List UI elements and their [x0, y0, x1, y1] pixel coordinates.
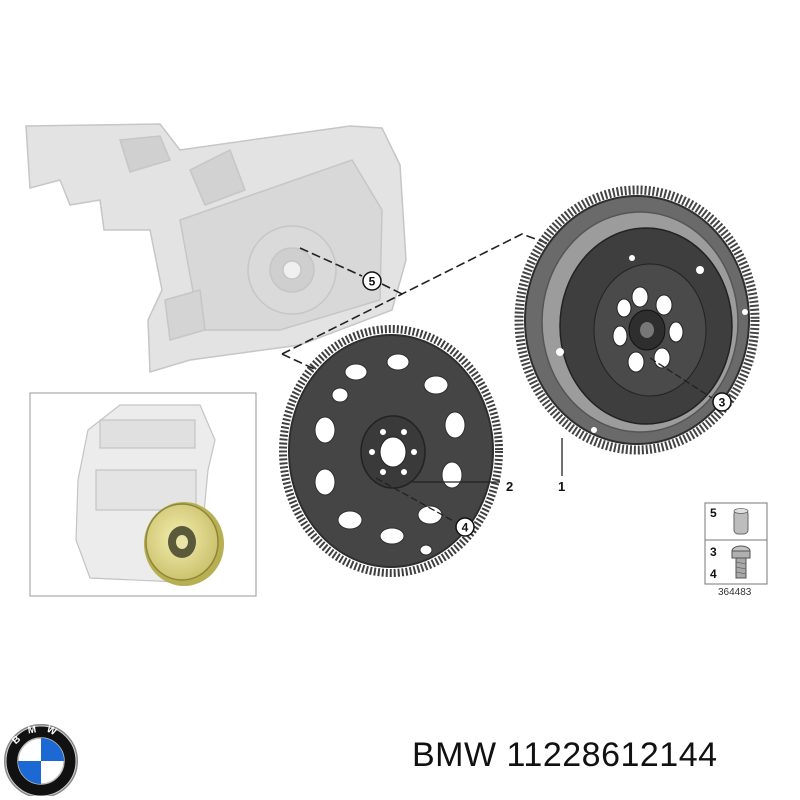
legend-row-5: 5 — [710, 506, 717, 520]
callout-2: 2 — [506, 479, 513, 494]
bmw-roundel-icon: BMW — [4, 724, 78, 796]
callout-leaders — [375, 357, 713, 523]
bolt-icon — [731, 545, 751, 579]
callout-5-circle — [362, 271, 382, 291]
diagram-number: 364483 — [718, 587, 752, 598]
footer-brand-part: BMW 11228612144 — [412, 736, 718, 775]
inset-frame — [29, 392, 257, 597]
callout-1: 1 — [558, 479, 565, 494]
callout-3: 3 — [719, 396, 726, 410]
legend-row-4: 4 — [710, 567, 717, 581]
callout-4-circle — [455, 517, 475, 537]
footer-part-number: 11228612144 — [506, 736, 718, 774]
inset-flywheel-highlight — [144, 502, 224, 586]
engine-housing-ghost — [25, 123, 407, 373]
callout-4: 4 — [462, 521, 469, 535]
legend-row-3: 3 — [710, 545, 717, 559]
callout-3-circle — [712, 392, 732, 412]
parts-legend: 5 3 4 364483 — [704, 502, 768, 598]
dowel-pin-icon — [733, 508, 749, 535]
footer-brand: BMW — [412, 736, 497, 774]
dual-mass-flywheel — [514, 185, 760, 455]
callout-5: 5 — [369, 275, 376, 289]
dashed-assembly-lines — [281, 233, 561, 381]
